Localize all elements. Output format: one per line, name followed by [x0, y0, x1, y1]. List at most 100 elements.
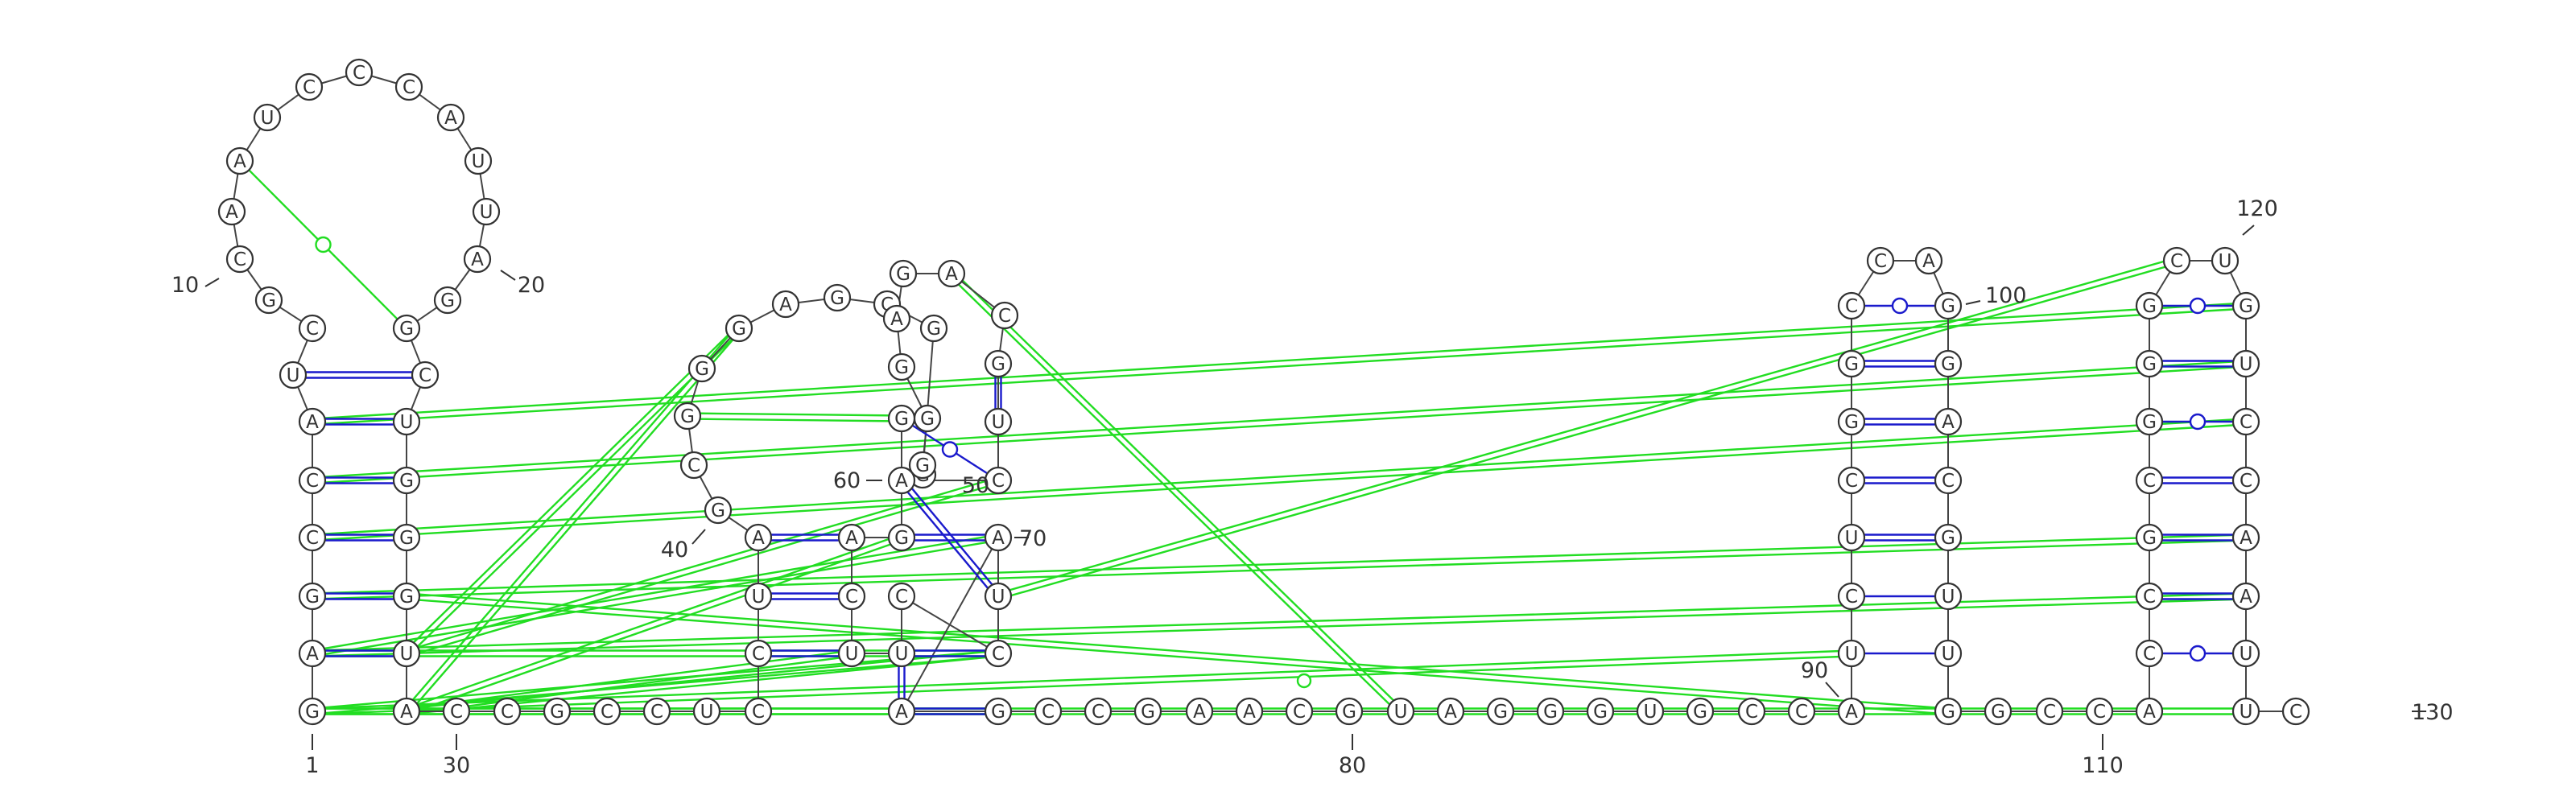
position-label: 130	[2412, 700, 2454, 725]
nucleotide-102: C	[1934, 466, 1963, 495]
nucleotide-letter: G	[305, 587, 320, 608]
nucleotide-74: C	[1084, 697, 1113, 726]
nucleotide-letter: G	[920, 409, 935, 430]
position-label-tick	[2242, 225, 2255, 236]
nucleotide-circle	[1837, 466, 1866, 495]
nucleotide-letter: A	[1444, 702, 1457, 723]
nucleotide-letter: G	[1543, 702, 1558, 723]
nucleotide-letter: G	[262, 290, 276, 311]
nucleotide-letter: U	[261, 108, 275, 129]
nucleotide-letter: C	[306, 319, 319, 340]
nucleotide-letter: U	[400, 644, 414, 665]
position-label-tick	[204, 278, 220, 287]
nucleotide-34: C	[642, 697, 671, 726]
nucleotide-31: C	[493, 697, 522, 726]
tertiary-interaction	[312, 360, 2246, 479]
nucleotide-54: G	[889, 259, 918, 288]
nucleotide-circle	[254, 286, 283, 315]
position-label: 100	[1985, 283, 2027, 308]
nucleotide-circle	[887, 523, 916, 552]
nucleotide-circle	[1837, 291, 1866, 320]
nucleotide-circle	[1934, 407, 1963, 436]
nucleotide-circle	[887, 639, 916, 668]
nucleotide-66: U	[887, 639, 916, 668]
tertiary-interaction	[952, 270, 1404, 711]
nucleotide-circle	[990, 301, 1019, 330]
nucleotide-circle	[464, 146, 493, 175]
nucleotide-circle	[1934, 291, 1963, 320]
nucleotide-85: U	[1636, 697, 1665, 726]
nucleotide-26: G	[392, 523, 421, 552]
nucleotide-letter: U	[2240, 702, 2253, 723]
nucleotide-circle	[1934, 697, 1963, 726]
nucleotide-letter: U	[992, 587, 1005, 608]
nucleotide-circle	[724, 314, 753, 343]
nucleotide-letter: C	[306, 471, 319, 492]
nucleotide-letter: G	[732, 319, 746, 340]
nucleotide-circle	[392, 466, 421, 495]
nucleotide-circle	[889, 259, 918, 288]
tertiary-interaction	[312, 598, 2247, 657]
nucleotide-16: C	[394, 72, 423, 101]
nucleotide-circle	[2231, 639, 2260, 668]
nucleotide-circle	[1787, 697, 1816, 726]
nucleotide-19: U	[472, 197, 501, 226]
nucleotide-46: G	[823, 283, 852, 312]
nucleotide-letter: G	[2142, 354, 2157, 375]
nucleotide-84: G	[1586, 697, 1615, 726]
tertiary-interaction	[312, 365, 2247, 484]
nucleotide-95: G	[1837, 349, 1866, 378]
nucleotide-letter: A	[306, 644, 319, 665]
nucleotide-letter: C	[752, 702, 765, 723]
nucleotide-circle	[1084, 697, 1113, 726]
nucleotide-circle	[298, 466, 327, 495]
nucleotide-38: U	[744, 582, 773, 611]
nucleotide-circle	[837, 582, 866, 611]
nucleotide-circle	[411, 360, 440, 389]
nucleotide-101: A	[1934, 407, 1963, 436]
nucleotide-circle	[2135, 523, 2164, 552]
position-label: 80	[1339, 753, 1366, 778]
nucleotide-circle	[1386, 697, 1415, 726]
position-label-tick	[691, 529, 706, 545]
nucleotide-116: G	[2135, 349, 2164, 378]
nucleotide-letter: G	[1941, 528, 1955, 549]
nucleotide-125: A	[2231, 582, 2260, 611]
nucleotide-circle	[1586, 697, 1615, 726]
nucleotide-40: G	[704, 496, 733, 525]
nucleotide-2: A	[298, 639, 327, 668]
nucleotide-65: U	[837, 639, 866, 668]
nucleotide-letter: A	[890, 309, 903, 330]
nucleotide-letter: C	[2289, 702, 2302, 723]
tertiary-interactions	[312, 257, 2247, 715]
nucleotide-letter: G	[1342, 702, 1356, 723]
nucleotide-circle	[1235, 697, 1264, 726]
nucleotide-circle	[887, 352, 916, 381]
nucleotide-circle	[392, 582, 421, 611]
tertiary-interaction	[687, 418, 902, 422]
nucleotide-letter: A	[845, 528, 858, 549]
nucleotide-14: C	[295, 72, 324, 101]
nucleotide-letter: G	[680, 406, 695, 427]
nucleotide-30: C	[442, 697, 471, 726]
nucleotide-circle	[2231, 407, 2260, 436]
nucleotide-letter: C	[1092, 702, 1104, 723]
nucleotide-letter: U	[400, 412, 414, 433]
nucleotide-circle	[1686, 697, 1715, 726]
nucleotide-circle	[887, 466, 916, 495]
base-pairs	[248, 169, 2233, 715]
nucleotide-letter: G	[711, 501, 725, 521]
nucleotide-21: G	[433, 286, 462, 315]
nucleotide-circle	[1285, 697, 1314, 726]
nucleotide-letter: C	[845, 587, 858, 608]
nucleotide-letter: U	[2219, 251, 2232, 272]
nucleotide-circle	[984, 349, 1013, 378]
nucleotide-letter: G	[2239, 296, 2253, 317]
nucleotide-25: G	[392, 466, 421, 495]
nucleotide-circle	[1837, 407, 1866, 436]
nucleotide-letter: C	[1795, 702, 1808, 723]
position-label: 10	[171, 273, 199, 298]
base-pair-line	[911, 488, 993, 586]
tertiary-noncanonical-marker	[1296, 673, 1312, 689]
nucleotide-letter: G	[399, 587, 414, 608]
